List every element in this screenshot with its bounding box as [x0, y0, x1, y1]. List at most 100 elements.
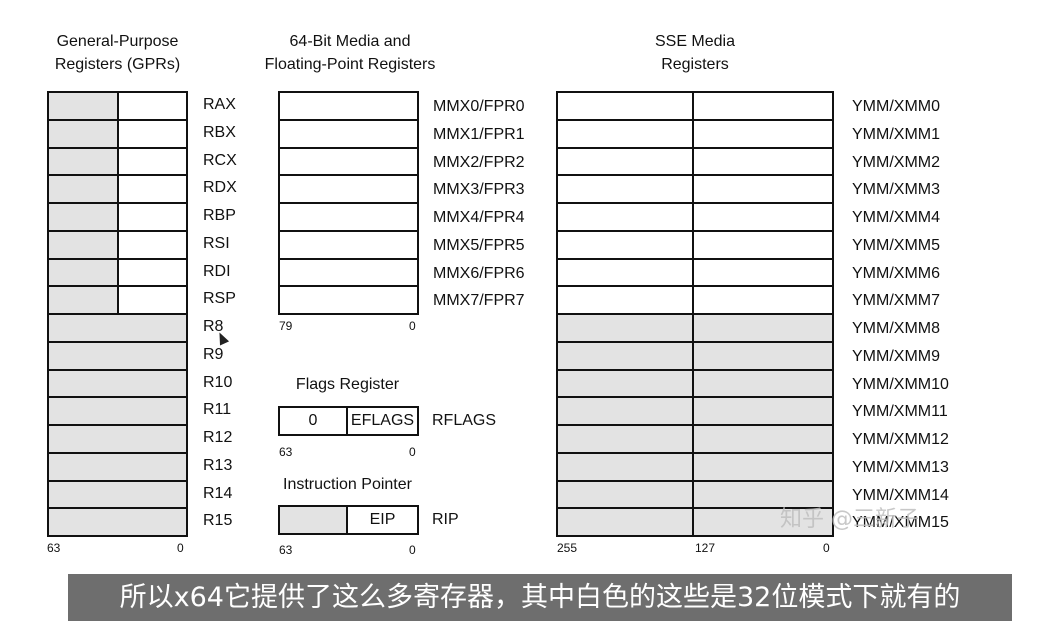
mmx-register-label: MMX1/FPR1 — [433, 126, 525, 143]
mmx-register-label: MMX6/FPR6 — [433, 265, 525, 282]
gpr-row-divider — [117, 119, 119, 149]
flags-tick-right: 0 — [409, 445, 416, 459]
gpr-register-label: R14 — [203, 485, 233, 502]
gpr-title: General-Purpose Registers (GPRs) — [30, 30, 205, 76]
sse-tick-mid: 127 — [695, 541, 716, 555]
mmx-register-label: MMX5/FPR5 — [433, 237, 525, 254]
sse-row — [556, 507, 834, 537]
gpr-row — [47, 369, 188, 398]
gpr-register-label: RDX — [203, 179, 237, 196]
sse-row-divider — [692, 230, 694, 260]
gpr-row-divider — [117, 147, 119, 176]
mmx-title-line2: Floating-Point Registers — [264, 56, 436, 73]
sse-register-label: YMM/XMM5 — [852, 237, 940, 254]
flags-register-box — [278, 406, 419, 436]
gpr-row-lower-half — [117, 176, 186, 202]
sse-row-divider — [692, 507, 694, 537]
sse-register-label: YMM/XMM10 — [852, 376, 949, 393]
sse-register-label: YMM/XMM0 — [852, 98, 940, 115]
sse-register-label: YMM/XMM7 — [852, 292, 940, 309]
sse-title: SSE Media Registers — [620, 30, 770, 76]
gpr-register-label: R12 — [203, 429, 233, 446]
ip-upper-half — [280, 507, 346, 533]
ip-tick-right: 0 — [409, 543, 416, 557]
flags-eflags-label: EFLAGS — [350, 412, 415, 429]
sse-register-label: YMM/XMM11 — [852, 403, 948, 420]
sse-row-divider — [692, 480, 694, 509]
gpr-row-lower-half — [117, 121, 186, 147]
sse-tick-left: 255 — [557, 541, 578, 555]
mmx-register-label: MMX0/FPR0 — [433, 98, 525, 115]
ip-tick-left: 63 — [279, 543, 293, 557]
gpr-title-line1: General-Purpose — [56, 33, 179, 50]
sse-register-label: YMM/XMM12 — [852, 431, 949, 448]
gpr-register-label: R10 — [203, 374, 233, 391]
ip-register-name: RIP — [432, 511, 459, 528]
gpr-register-label: R13 — [203, 457, 233, 474]
sse-register-label: YMM/XMM13 — [852, 459, 949, 476]
sse-row — [556, 341, 834, 371]
gpr-tick-right: 0 — [177, 541, 184, 555]
sse-row — [556, 424, 834, 454]
sse-row-divider — [692, 424, 694, 454]
gpr-row-lower-half — [117, 260, 186, 285]
sse-register-label: YMM/XMM14 — [852, 487, 949, 504]
gpr-row — [47, 396, 188, 426]
sse-row-divider — [692, 258, 694, 287]
flags-register-name: RFLAGS — [432, 412, 497, 429]
gpr-row-divider — [117, 258, 119, 287]
gpr-title-line2: Registers (GPRs) — [54, 56, 181, 73]
mmx-register-label: MMX3/FPR3 — [433, 181, 525, 198]
mmx-row — [278, 202, 419, 232]
sse-row-divider — [692, 174, 694, 204]
ip-eip-label: EIP — [369, 511, 396, 528]
sse-row — [556, 174, 834, 204]
sse-row — [556, 396, 834, 426]
gpr-register-label: RBX — [203, 124, 236, 141]
sse-tick-right: 0 — [823, 541, 830, 555]
gpr-row — [47, 313, 188, 343]
gpr-row — [47, 507, 188, 537]
watermark: 知乎 @三新子 — [780, 507, 919, 532]
mmx-register-label: MMX4/FPR4 — [433, 209, 525, 226]
sse-row-divider — [692, 119, 694, 149]
gpr-register-label: RBP — [203, 207, 236, 224]
mmx-row — [278, 91, 419, 121]
sse-row — [556, 202, 834, 232]
flags-divider — [346, 406, 348, 436]
sse-row-divider — [692, 285, 694, 315]
flags-title: Flags Register — [295, 376, 400, 393]
sse-row-divider — [692, 452, 694, 482]
mmx-row — [278, 258, 419, 287]
mmx-title-line1: 64-Bit Media and — [289, 33, 411, 50]
gpr-row-lower-half — [117, 204, 186, 230]
mmx-register-label: MMX7/FPR7 — [433, 292, 525, 309]
sse-row — [556, 258, 834, 287]
sse-row — [556, 230, 834, 260]
gpr-row-divider — [117, 174, 119, 204]
sse-title-line1: SSE Media — [654, 33, 736, 50]
mmx-row — [278, 285, 419, 315]
mmx-tick-right: 0 — [409, 319, 416, 333]
gpr-row-divider — [117, 91, 119, 121]
mmx-row — [278, 119, 419, 149]
sse-row — [556, 91, 834, 121]
gpr-row-lower-half — [117, 93, 186, 119]
sse-register-label: YMM/XMM15 — [852, 514, 949, 531]
sse-register-label: YMM/XMM6 — [852, 265, 940, 282]
gpr-register-label: RSP — [203, 290, 236, 307]
gpr-row-divider — [117, 230, 119, 260]
gpr-row — [47, 452, 188, 482]
sse-register-label: YMM/XMM9 — [852, 348, 940, 365]
sse-row — [556, 147, 834, 176]
sse-register-label: YMM/XMM2 — [852, 154, 940, 171]
video-subtitle: 所以x64它提供了这么多寄存器，其中白色的这些是32位模式下就有的 — [68, 574, 1012, 621]
gpr-row — [47, 480, 188, 509]
sse-row — [556, 119, 834, 149]
gpr-row-lower-half — [117, 149, 186, 174]
mmx-row — [278, 174, 419, 204]
ip-title: Instruction Pointer — [283, 476, 412, 493]
gpr-row-divider — [117, 202, 119, 232]
flags-upper-value: 0 — [308, 412, 318, 429]
gpr-row-lower-half — [117, 232, 186, 258]
